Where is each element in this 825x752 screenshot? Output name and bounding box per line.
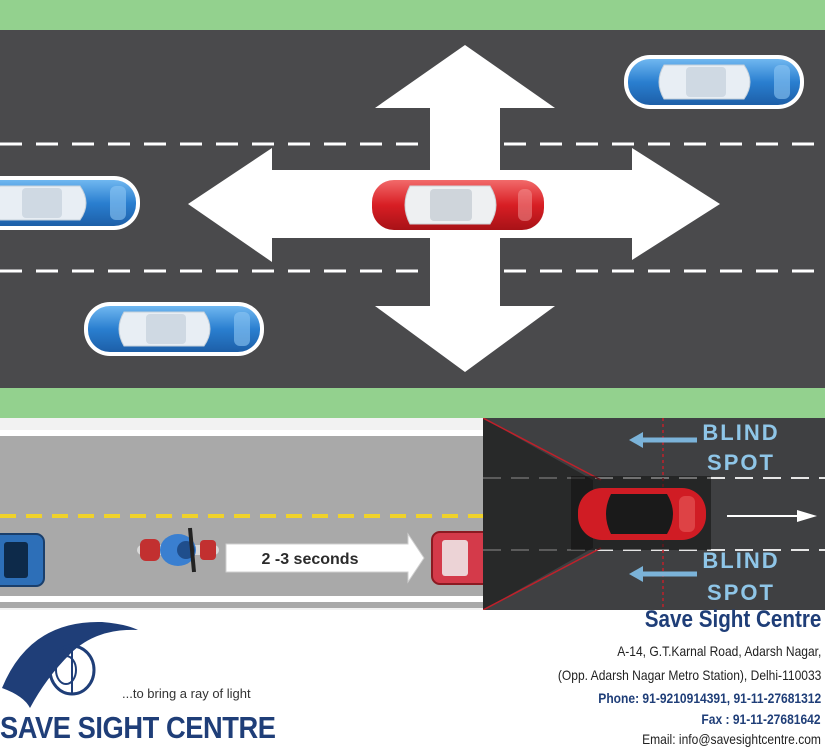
address-line-2: (Opp. Adarsh Nagar Metro Station), Delhi… xyxy=(557,667,821,683)
blue-car-top-right xyxy=(623,54,805,110)
blind-spot-illustration: BLIND SPOT BLIND SPOT xyxy=(483,418,825,610)
eye-logo-icon xyxy=(2,621,138,708)
red-car-following xyxy=(431,531,483,585)
tagline: ...to bring a ray of light xyxy=(122,686,251,701)
grass-strip-top xyxy=(0,0,825,30)
blue-car-ahead xyxy=(0,533,45,587)
brand-name: SAVE SIGHT CENTRE xyxy=(0,710,276,745)
blind-spot-label-bottom-line2: SPOT xyxy=(707,580,775,605)
multi-lane-road-illustration xyxy=(0,0,825,418)
email-address[interactable]: Email: info@savesightcentre.com xyxy=(642,731,821,747)
blue-car-bottom-left xyxy=(83,301,265,357)
fax-number: Fax : 91-11-27681642 xyxy=(701,711,821,727)
blind-spot-label-bottom-line1: BLIND xyxy=(702,548,779,573)
blue-car-left xyxy=(0,175,141,231)
motorcycle-rider xyxy=(137,527,219,573)
following-distance-illustration: 2 -3 seconds xyxy=(0,418,483,610)
arrow-left-top-icon xyxy=(629,432,697,448)
blind-spot-label-top-line1: BLIND xyxy=(702,420,779,445)
arrow-right-forward-icon xyxy=(727,510,817,522)
grass-strip-bottom xyxy=(0,388,825,418)
gap-arrow-icon xyxy=(225,532,425,584)
phone-number: Phone: 91-9210914391, 91-11-27681312 xyxy=(598,690,821,706)
gap-label: 2 -3 seconds xyxy=(262,551,359,568)
rear-view-zone xyxy=(483,418,593,610)
road-surface-gray xyxy=(0,436,483,608)
blind-spot-label-top-line2: SPOT xyxy=(707,450,775,475)
red-car-center xyxy=(372,180,544,230)
address-line-1: A-14, G.T.Karnal Road, Adarsh Nagar, xyxy=(616,643,821,659)
arrow-left-bottom-icon xyxy=(629,566,697,582)
contact-title: Save Sight Centre xyxy=(644,606,821,633)
red-car-blind-spot xyxy=(578,488,706,540)
footer xyxy=(0,610,825,752)
